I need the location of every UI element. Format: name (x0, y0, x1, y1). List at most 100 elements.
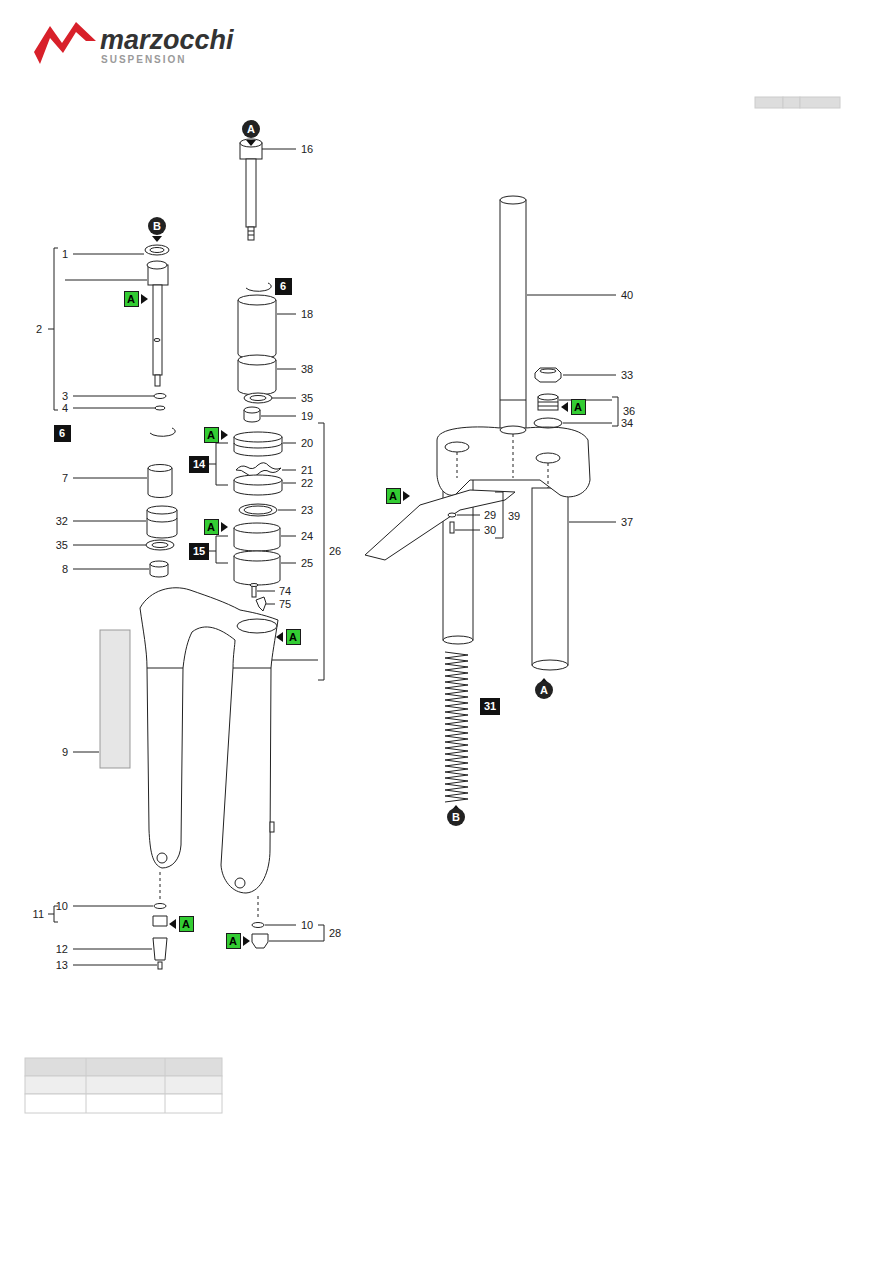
marker-circle: A (535, 681, 553, 699)
fork-parts (252, 923, 264, 928)
callout-number: 29 (484, 510, 496, 521)
leader-line (73, 408, 155, 409)
leader-line (282, 470, 296, 471)
marker-text: A (229, 936, 237, 947)
grease-marker: A (571, 399, 586, 415)
grease-marker: A (204, 519, 219, 535)
leader-line (73, 752, 99, 753)
leader-line (283, 443, 296, 444)
callout-number: 11 (33, 909, 44, 920)
fork-parts (234, 443, 282, 448)
leader-line (455, 530, 480, 531)
pointer-arrow (243, 936, 250, 946)
grey-panel (100, 630, 130, 768)
fork-parts (534, 418, 562, 428)
fork-parts (238, 295, 276, 305)
callout-number: 10 (301, 920, 313, 931)
empty-table (86, 1058, 87, 1113)
fork-parts (250, 584, 258, 587)
leader-line (277, 314, 296, 315)
callout-number: 7 (62, 473, 68, 484)
marker-text: A (389, 491, 397, 502)
leader-line (73, 545, 146, 546)
fork-parts (248, 227, 254, 240)
leader-line (265, 925, 296, 926)
callout-number: 32 (56, 516, 68, 527)
dashed-guide (160, 434, 548, 920)
fork-parts (538, 402, 558, 403)
leader-line (216, 443, 228, 485)
callout-number: 35 (301, 393, 313, 404)
leader-line (278, 510, 296, 511)
dashed-guide (548, 463, 549, 488)
empty-table (25, 1094, 222, 1113)
fork-parts (246, 283, 271, 291)
fork-parts (246, 159, 256, 227)
logo-mark (34, 22, 96, 64)
fork-parts (500, 196, 526, 204)
marker-circle: B (148, 217, 166, 235)
callout-number: 37 (621, 517, 633, 528)
leader-line (269, 941, 318, 942)
pointer-arrow (221, 430, 228, 440)
logo-mark (34, 22, 96, 64)
fork-parts (244, 407, 260, 413)
grease-marker: A (226, 933, 241, 949)
leader-line (216, 536, 228, 563)
fork-parts (155, 406, 165, 410)
pointer-arrow (169, 919, 176, 929)
fork-parts (155, 375, 160, 386)
callout-number: 36 (623, 406, 635, 417)
leader-line (73, 569, 149, 570)
callout-number: 1 (62, 249, 68, 260)
leader-line (569, 522, 616, 523)
leader-line (73, 478, 147, 479)
leader-line (266, 604, 275, 605)
leader-line (73, 396, 154, 397)
empty-table (800, 97, 840, 108)
leader-line (563, 375, 616, 376)
callout-number: 20 (301, 438, 313, 449)
fork-parts (532, 488, 568, 665)
pointer-arrow (141, 294, 148, 304)
fork-parts (146, 540, 174, 550)
callout-number: 74 (279, 586, 291, 597)
marker-text: B (452, 812, 460, 823)
callout-number: 9 (62, 747, 68, 758)
brand-text: marzocchi (100, 27, 234, 54)
fork-parts (538, 394, 558, 400)
fork-parts (540, 369, 556, 373)
callout-number: 13 (56, 960, 68, 971)
pointer-arrow (561, 402, 568, 412)
callout-box: 6 (275, 278, 292, 295)
leader-line (281, 536, 296, 537)
fork-parts (250, 396, 266, 401)
fork-parts (445, 442, 469, 452)
callout-number: 26 (329, 546, 341, 557)
fork-parts (150, 561, 168, 567)
fork-parts (154, 904, 166, 909)
fork-parts (154, 339, 160, 342)
callout-number: 40 (621, 290, 633, 301)
fork-parts (239, 504, 277, 516)
callout-number: 34 (621, 418, 633, 429)
fork-parts (147, 261, 167, 269)
fork-parts (235, 878, 245, 888)
fork-parts (244, 393, 272, 403)
marker-text: A (247, 124, 255, 135)
fork-parts (150, 248, 164, 253)
fork-parts (236, 463, 281, 477)
fork-parts (233, 668, 271, 669)
fork-parts (532, 660, 568, 670)
grease-marker: A (124, 291, 139, 307)
fork-parts (252, 934, 268, 948)
leader-line (612, 397, 618, 426)
fork-parts (443, 636, 473, 644)
fork-parts (234, 551, 280, 561)
marker-text: A (207, 522, 215, 533)
leader-line (48, 914, 54, 915)
dashed-guide (258, 896, 259, 920)
fork-parts (154, 394, 166, 399)
fork-parts (158, 962, 162, 969)
fork-parts (234, 475, 282, 485)
